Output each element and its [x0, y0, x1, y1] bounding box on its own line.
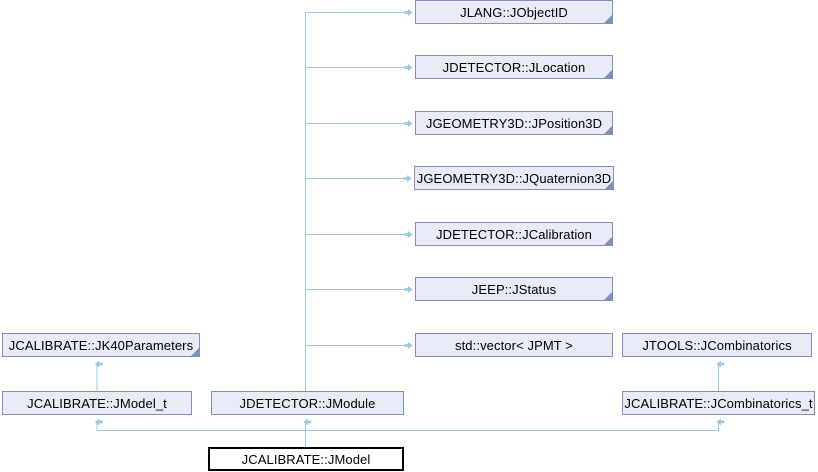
node-label: std::vector< JPMT >: [455, 337, 573, 353]
node-jcalibrate-jk40parameters[interactable]: JCALIBRATE::JK40Parameters: [2, 333, 200, 357]
node-label: JCALIBRATE::JCombinatorics_t: [624, 395, 813, 411]
node-label: JCALIBRATE::JK40Parameters: [8, 337, 194, 353]
node-jdetector-jlocation[interactable]: JDETECTOR::JLocation: [415, 55, 613, 79]
node-std-vector-jpmt[interactable]: std::vector< JPMT >: [415, 333, 613, 357]
node-label: JDETECTOR::JCalibration: [436, 226, 592, 242]
node-label: JGEOMETRY3D::JPosition3D: [425, 115, 603, 131]
node-jcalibrate-jmodel-t[interactable]: JCALIBRATE::JModel_t: [2, 391, 192, 415]
node-label: JGEOMETRY3D::JQuaternion3D: [416, 170, 612, 186]
node-label: JCALIBRATE::JModel_t: [27, 395, 167, 411]
node-jcalibrate-jmodel[interactable]: JCALIBRATE::JModel: [208, 447, 404, 471]
node-jdetector-jcalibration[interactable]: JDETECTOR::JCalibration: [415, 222, 613, 246]
node-jgeometry3d-jquaternion3d[interactable]: JGEOMETRY3D::JQuaternion3D: [414, 166, 614, 190]
node-jlang-jobjectid[interactable]: JLANG::JObjectID: [415, 0, 613, 24]
node-jtools-jcombinatorics[interactable]: JTOOLS::JCombinatorics: [622, 333, 812, 357]
node-jcalibrate-jcombinatorics-t[interactable]: JCALIBRATE::JCombinatorics_t: [622, 391, 815, 415]
node-label: JCALIBRATE::JModel: [241, 451, 371, 467]
node-label: JLANG::JObjectID: [460, 4, 568, 20]
node-label: JDETECTOR::JModule: [239, 395, 376, 411]
node-label: JEEP::JStatus: [471, 281, 557, 297]
node-label: JDETECTOR::JLocation: [442, 59, 586, 75]
node-label: JTOOLS::JCombinatorics: [642, 337, 792, 353]
node-jgeometry3d-jposition3d[interactable]: JGEOMETRY3D::JPosition3D: [415, 111, 613, 135]
node-jdetector-jmodule[interactable]: JDETECTOR::JModule: [211, 391, 404, 415]
node-jeep-jstatus[interactable]: JEEP::JStatus: [415, 277, 613, 301]
